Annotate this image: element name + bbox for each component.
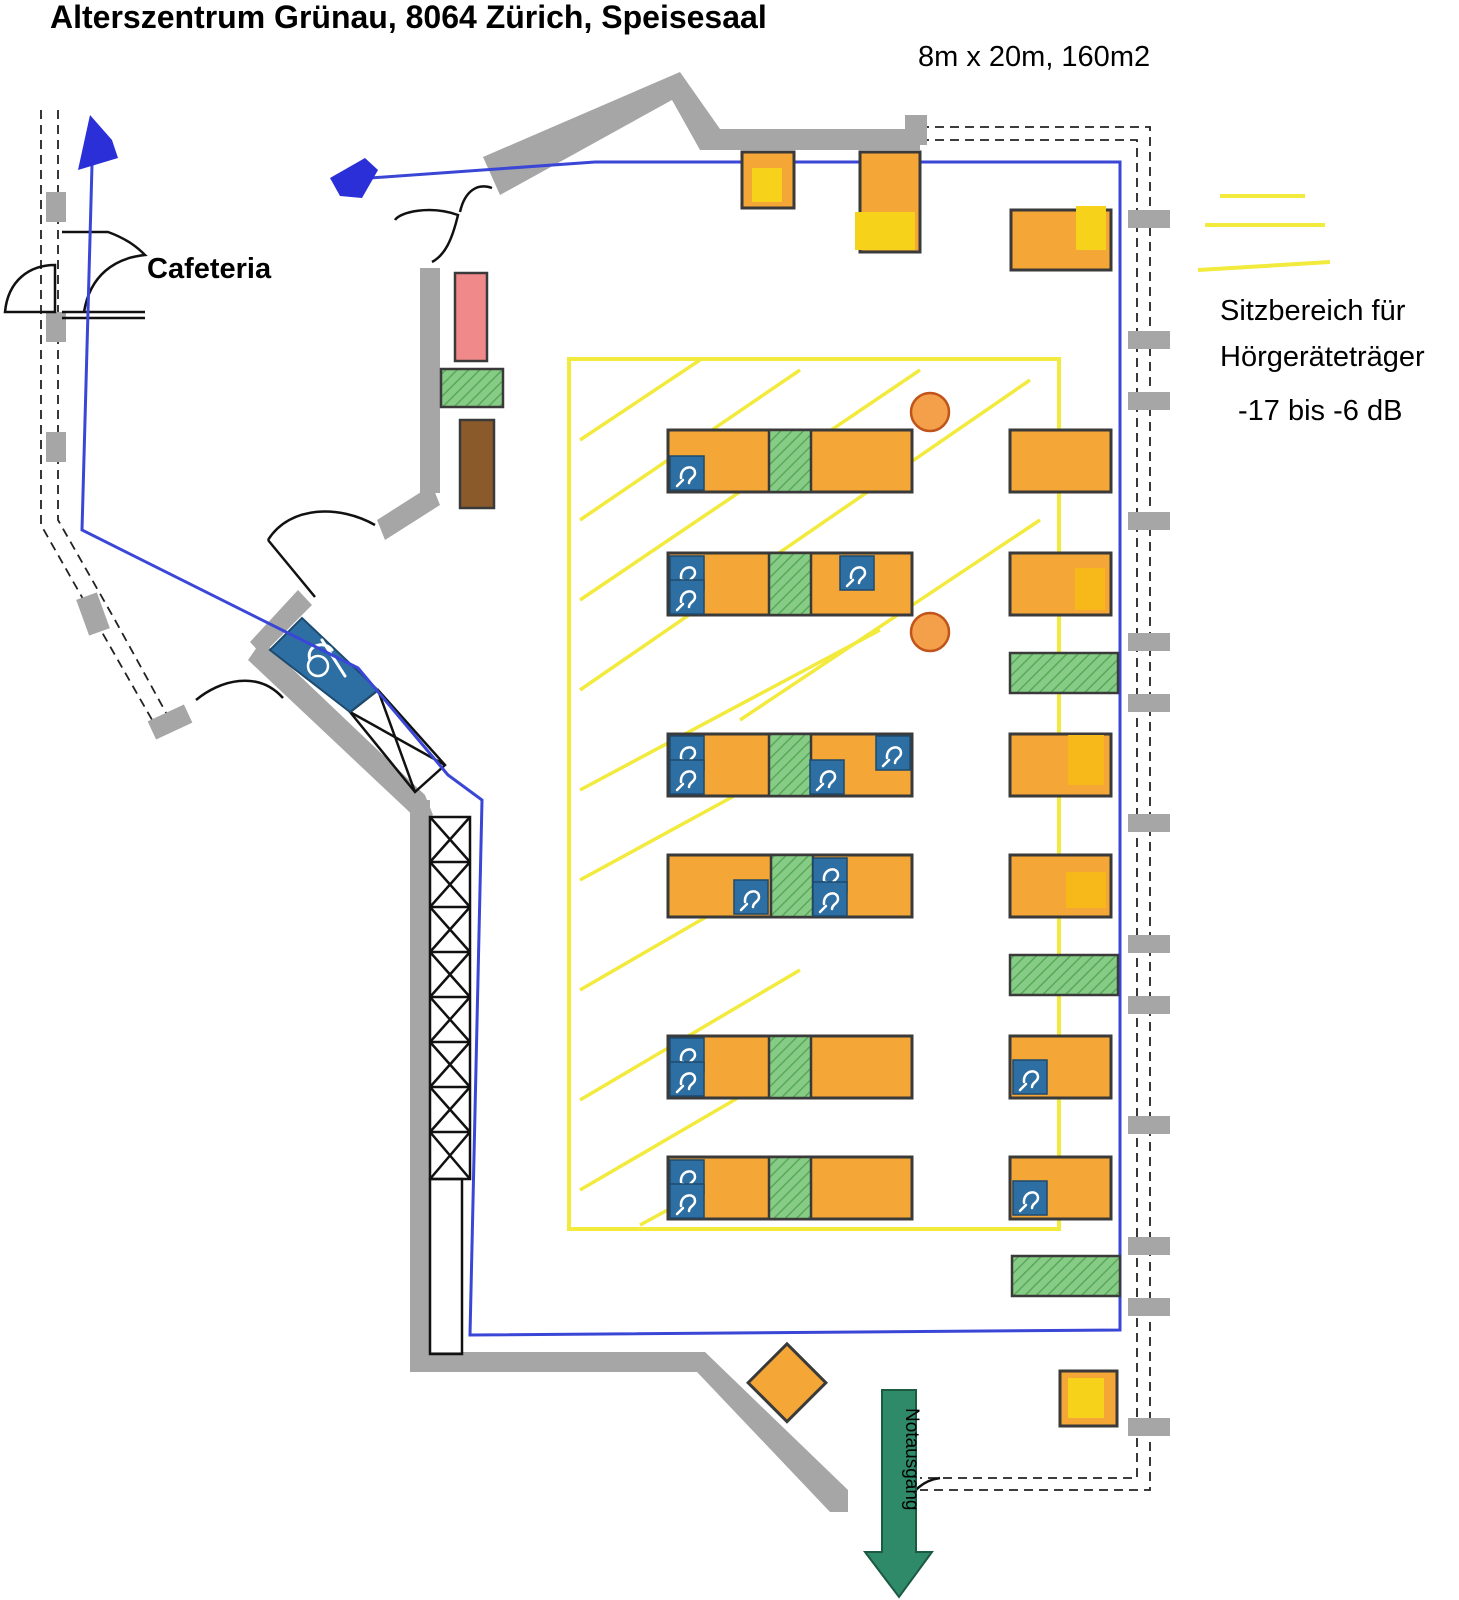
door-swing-icon: [3, 263, 57, 314]
exit-arrow-icon: Notausgang: [862, 1389, 934, 1599]
cafeteria-label: Cafeteria: [147, 253, 272, 285]
window-lines: [40, 110, 1151, 1491]
storage-shelves: [348, 688, 472, 1356]
right-tables: [745, 428, 1122, 1428]
side-furniture: [439, 271, 505, 510]
legend-line-1: Sitzbereich für: [1220, 295, 1406, 327]
table-row: [666, 1034, 914, 1100]
hearing-loop-icon: [668, 1060, 706, 1098]
emergency-exit-label: Notausgang: [901, 1408, 922, 1510]
hearing-loop-icon: [1011, 1058, 1049, 1096]
flow-arrow-icon: [78, 115, 118, 170]
wall-posts-right: [1128, 210, 1170, 1436]
round-stool: [909, 391, 951, 433]
circulation-route: [78, 115, 1122, 1337]
flow-arrow-icon: [330, 158, 378, 198]
hearing-loop-icon: [668, 1182, 706, 1220]
doors: [3, 185, 941, 1511]
table-row: [666, 853, 914, 919]
table-row: [666, 551, 914, 617]
round-stool: [909, 611, 951, 653]
page-title: Alterszentrum Grünau, 8064 Zürich, Speis…: [50, 0, 767, 35]
table-row: [666, 428, 914, 494]
hearing-loop-icon: [732, 878, 770, 916]
walls: [46, 72, 1170, 1512]
legend-line-2: Hörgeräteträger: [1220, 341, 1425, 373]
top-tables: [740, 150, 1113, 272]
center-tables: [666, 391, 951, 1221]
hearing-loop-icon: [811, 880, 849, 918]
room-dimensions: 8m x 20m, 160m2: [918, 41, 1150, 73]
hearing-loop-icon: [668, 758, 706, 796]
table-row: [666, 732, 914, 798]
hearing-loop-icon: [874, 734, 912, 772]
legend: Sitzbereich für Hörgeräteträger -17 bis …: [1197, 194, 1425, 427]
legend-line-3: -17 bis -6 dB: [1238, 395, 1402, 427]
hearing-loop-icon: [668, 578, 706, 616]
hearing-loop-icon: [838, 554, 876, 592]
hearing-loop-icon: [808, 758, 846, 796]
table-row: [666, 1155, 914, 1221]
hearing-loop-icon: [668, 454, 706, 492]
hearing-loop-icon: [1011, 1179, 1049, 1217]
